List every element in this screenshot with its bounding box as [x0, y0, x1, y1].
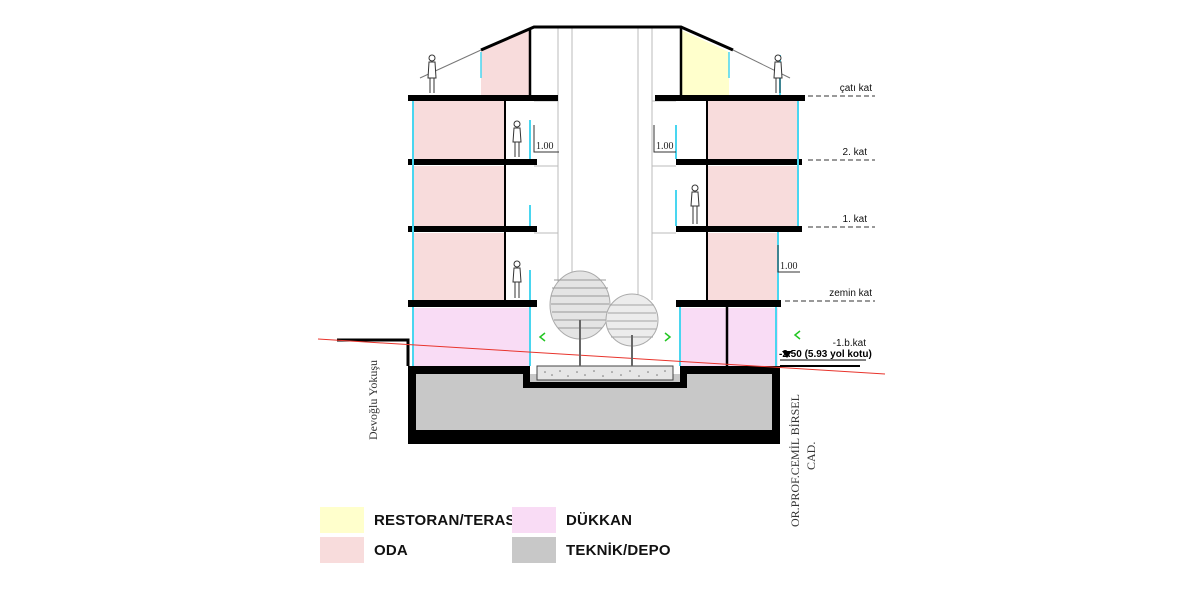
legend-swatch-restoran	[320, 507, 364, 533]
level-label-basement: -1.b.kat	[833, 338, 867, 349]
atrium-trees	[549, 270, 659, 366]
landscape-markers	[538, 330, 801, 342]
elevation-marker-icon	[782, 351, 792, 358]
level-label-2: 2. kat	[843, 147, 868, 158]
glazing	[412, 55, 799, 366]
street-name-left: Devoğlu Yokuşu	[366, 360, 380, 440]
legend-label-oda: ODA	[374, 541, 408, 559]
level-markers	[785, 95, 875, 302]
legend-item-restoran: RESTORAN/TERAS	[320, 507, 516, 533]
oda-left-1	[414, 166, 505, 226]
tree-right	[605, 293, 659, 366]
legend-label-restoran: RESTORAN/TERAS	[374, 511, 516, 529]
legend-item-teknik: TEKNİK/DEPO	[512, 537, 671, 563]
circulation-lines	[534, 28, 676, 300]
dukkan-left	[414, 308, 530, 366]
person-figure	[427, 54, 437, 93]
oda-right-0	[707, 233, 778, 300]
legend-label-teknik: TEKNİK/DEPO	[566, 541, 671, 559]
foundation	[337, 338, 860, 444]
oda-left-2	[414, 101, 505, 159]
railing-dimension-label: 1.00	[780, 261, 798, 272]
walls	[504, 101, 729, 366]
legend-swatch-teknik	[512, 537, 556, 563]
person-figure	[512, 120, 522, 157]
oda-left-0	[414, 233, 505, 300]
human-figures	[427, 54, 783, 298]
person-figure	[512, 260, 522, 298]
railing-dimension-label: 1.00	[656, 141, 674, 152]
street-name-right-line1: OR.PROF.CEMİL BİRSEL	[788, 394, 802, 527]
floor-slabs	[408, 95, 805, 307]
roof	[419, 25, 791, 97]
planter-gravel	[536, 365, 674, 381]
level-label-1: 1. kat	[843, 214, 868, 225]
oda-right-2	[707, 101, 798, 159]
dukkan-right	[680, 308, 778, 366]
level-label-roof: çatı kat	[840, 83, 872, 94]
legend-label-dukkan: DÜKKAN	[566, 511, 633, 529]
room-fills	[414, 30, 798, 430]
oda-right-1	[707, 166, 798, 226]
railing-dimension-label: 1.00	[536, 141, 554, 152]
legend-item-dukkan: DÜKKAN	[512, 507, 632, 533]
person-figure	[690, 184, 700, 224]
legend-swatch-oda	[320, 537, 364, 563]
legend-item-oda: ODA	[320, 537, 408, 563]
ground-slope-line	[317, 338, 886, 375]
level-label-ground: zemin kat	[829, 288, 872, 299]
street-name-right-line2: CAD.	[804, 442, 818, 470]
person-figure	[773, 54, 783, 93]
legend-swatch-dukkan	[512, 507, 556, 533]
railing-dimensions: 1.00 1.00 1.00	[533, 125, 800, 273]
elevation-note: -2.50 (5.93 yol kotu)	[779, 349, 872, 360]
tree-left	[549, 270, 611, 366]
restoran-teras-zone	[681, 30, 729, 95]
